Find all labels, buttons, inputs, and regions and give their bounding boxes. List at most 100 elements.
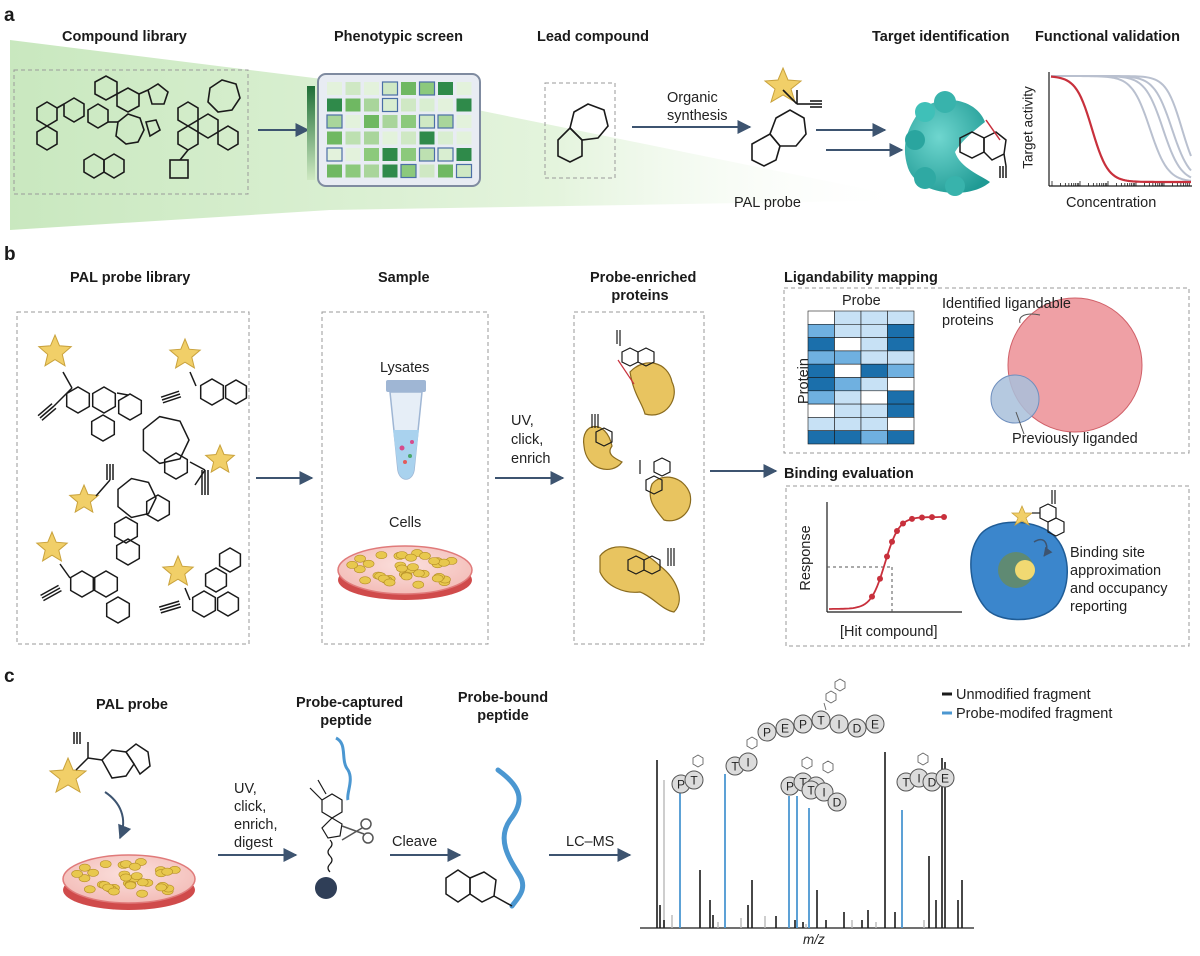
well [418,147,436,162]
label-lcms: LC–MS [566,834,615,850]
well [364,131,379,145]
heading-target-identification: Target identification [872,29,1010,45]
probe-star-icon [68,483,100,514]
activity-curve [1051,75,1192,157]
heading-pal-probe-library: PAL probe library [70,270,191,286]
cell [346,561,359,569]
activity-curve [1050,75,1191,184]
peptide-bead [738,752,758,772]
binding-site-line4: reporting [1070,599,1128,615]
heatmap-cell [860,350,888,365]
heatmap-cell [887,363,915,378]
cell [413,569,425,578]
bond [194,469,206,486]
peptide-letter: T [807,784,815,798]
well-plate [317,73,481,187]
binding-site-line3: and occupancy [1070,581,1168,597]
cell [353,565,366,574]
cell [419,552,431,560]
heatmap-cell [834,350,862,365]
bond [160,606,182,614]
enriched-protein-4 [599,546,680,613]
well [326,114,343,129]
bond [41,587,61,599]
peptide-letter: I [746,756,749,770]
well [364,98,379,112]
dose-point [869,593,875,600]
cell [354,554,366,563]
bond [161,393,181,401]
label-enrich-c: enrich, [234,817,278,833]
well [401,148,416,161]
heading-compound-library: Compound library [62,29,187,45]
cell [84,885,96,894]
peptide-bead [814,782,834,802]
label-synthesis: synthesis [667,108,728,124]
well [364,82,379,95]
bond [189,371,197,387]
cell [136,878,149,887]
probe-tag [825,690,837,704]
probe-star-icon [168,337,202,369]
cell [131,872,143,880]
heatmap-cell [834,323,862,338]
heatmap [807,310,915,445]
ring [117,393,143,421]
probe-tag [823,702,827,711]
heatmap-cell [860,377,888,392]
heatmap-cell [860,337,888,352]
dose-point [941,514,947,520]
heatmap-cell [807,430,835,445]
cell [71,870,83,878]
ring [204,567,228,593]
dose-point [894,528,900,534]
peptide-letter: T [731,760,739,774]
heatmap-cell [860,403,888,418]
well [401,98,416,112]
dose-xlabel: [Hit compound] [840,624,938,640]
well [382,131,398,145]
scissors-icon [341,818,374,844]
ring [191,590,217,618]
peptide-letter: E [871,718,879,732]
well [364,115,379,128]
ring [115,538,141,566]
heatmap-cell [887,323,915,338]
well [438,98,453,112]
well [345,164,361,178]
sample-box [321,311,489,645]
well [345,98,361,112]
probe-tag [822,760,834,774]
ring [117,477,157,519]
cell [136,889,148,898]
spectrum-lines [656,752,963,928]
heatmap-cell [860,417,888,431]
bond [160,390,180,398]
well [345,82,361,95]
label-uv: UV, [511,413,534,429]
heatmap-cell [860,310,888,325]
cell [108,887,120,896]
ring [65,386,91,414]
well [381,97,399,113]
heatmap-cell [887,310,915,325]
heading-probe-bound: Probe-bound [457,690,549,706]
enriched-protein-1 [616,330,675,416]
peptide-bead [793,714,813,734]
enriched-box [573,311,705,645]
bond [95,479,111,497]
cell [79,863,91,872]
well [401,115,416,128]
dose-point [919,514,925,521]
dose-point [929,514,935,521]
enriched-protein-3 [639,457,692,522]
cell [396,564,408,573]
heatmap-cell [807,323,835,338]
probe-star-icon [35,530,69,562]
bound-peptide [445,767,526,909]
heatmap-cell [887,350,915,365]
heading-probe-captured: Probe-captured [296,695,404,711]
axis-concentration: Concentration [1066,195,1157,211]
well [456,82,472,95]
